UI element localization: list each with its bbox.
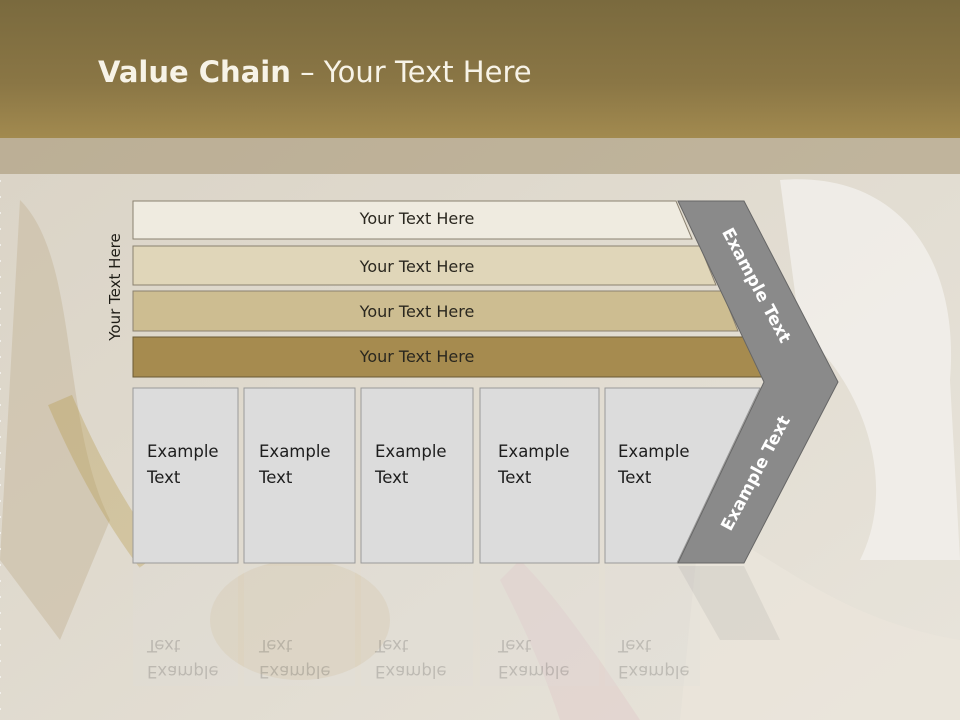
title-rest: – Your Text Here [290,55,532,89]
slide-title: Value Chain – Your Text Here [98,55,532,89]
activity-reflection [244,566,355,686]
activity-box-1 [132,387,239,564]
support-activities-label: Your Text Here [106,233,124,341]
activity-box-2 [243,387,356,564]
support-row-2-label: Your Text Here [359,257,475,276]
support-row-1-label: Your Text Here [359,209,475,228]
activity-reflection [361,566,473,686]
support-row-2 [132,245,717,286]
header-shadow-band [0,138,960,174]
activity-reflection [605,566,700,686]
activity-box-4 [479,387,600,564]
header-bar [0,0,960,138]
margin-chevron [677,200,839,564]
margin-chevron-reflection [678,566,780,640]
support-row-3 [132,290,739,332]
activity-reflection [480,566,599,686]
activity-reflection [133,566,238,686]
support-row-1 [132,200,693,240]
activity-box-5 [604,387,761,564]
title-bold: Value Chain [98,55,291,89]
support-row-3-label: Your Text Here [359,302,475,321]
activity-box-3 [360,387,474,564]
support-row-4-label: Your Text Here [359,347,475,366]
